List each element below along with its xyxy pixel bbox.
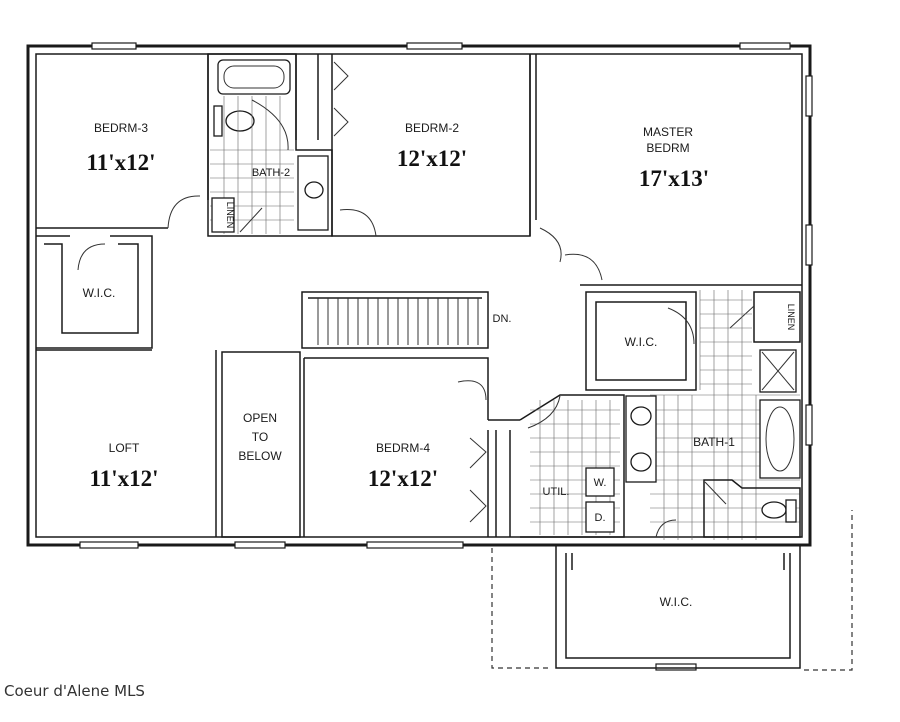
size-bedrm2: 12'x12': [397, 146, 467, 171]
bedroom-3: [36, 54, 209, 229]
bath-2: [207, 53, 333, 237]
label-open-line1: OPEN: [243, 411, 277, 425]
label-washer: W.: [594, 477, 607, 489]
bedroom-4: [303, 357, 520, 537]
label-wic-left: W.I.C.: [83, 286, 116, 300]
open-to-below: [221, 351, 301, 538]
size-loft: 11'x12': [89, 466, 158, 491]
shower: [759, 349, 797, 393]
label-open-line2: TO: [252, 430, 268, 444]
label-master-line1: MASTER: [643, 125, 693, 139]
label-loft: LOFT: [109, 441, 140, 455]
label-bedrm4: BEDRM-4: [376, 441, 430, 455]
label-bath2: BATH-2: [252, 167, 290, 179]
loft: [36, 349, 217, 537]
master-bedroom: [529, 54, 802, 286]
label-stairs-down: DN.: [493, 313, 512, 325]
label-open-line3: BELOW: [238, 449, 282, 463]
label-bedrm3: BEDRM-3: [94, 121, 148, 135]
walk-in-closet-master: [585, 291, 697, 391]
label-linen-right: LINEN: [786, 304, 796, 331]
label-bath1: BATH-1: [693, 435, 735, 449]
label-bedrm2: BEDRM-2: [405, 121, 459, 135]
label-util: UTIL.: [543, 486, 570, 498]
label-master-line2: BEDRM: [646, 141, 689, 155]
label-dryer: D.: [595, 512, 606, 524]
utility-room: [519, 394, 625, 538]
size-bedrm3: 11'x12': [86, 150, 155, 175]
label-linen-upper: LINEN: [225, 202, 235, 229]
walk-in-closet-bottom: [491, 510, 853, 671]
exterior-walls: [26, 44, 812, 547]
walk-in-closet-left: [36, 235, 153, 349]
size-bedrm4: 12'x12': [368, 466, 438, 491]
bedroom-2: [295, 54, 531, 237]
bath-1: [625, 290, 801, 540]
windows: [79, 42, 813, 671]
stairs: [301, 291, 489, 349]
watermark: Coeur d'Alene MLS: [4, 682, 145, 700]
room-labels: BEDRM-3 11'x12' BEDRM-2 12'x12' MASTER B…: [83, 121, 796, 609]
size-master: 17'x13': [639, 166, 709, 191]
label-wic-master: W.I.C.: [625, 335, 658, 349]
label-wic-bottom: W.I.C.: [660, 595, 693, 609]
